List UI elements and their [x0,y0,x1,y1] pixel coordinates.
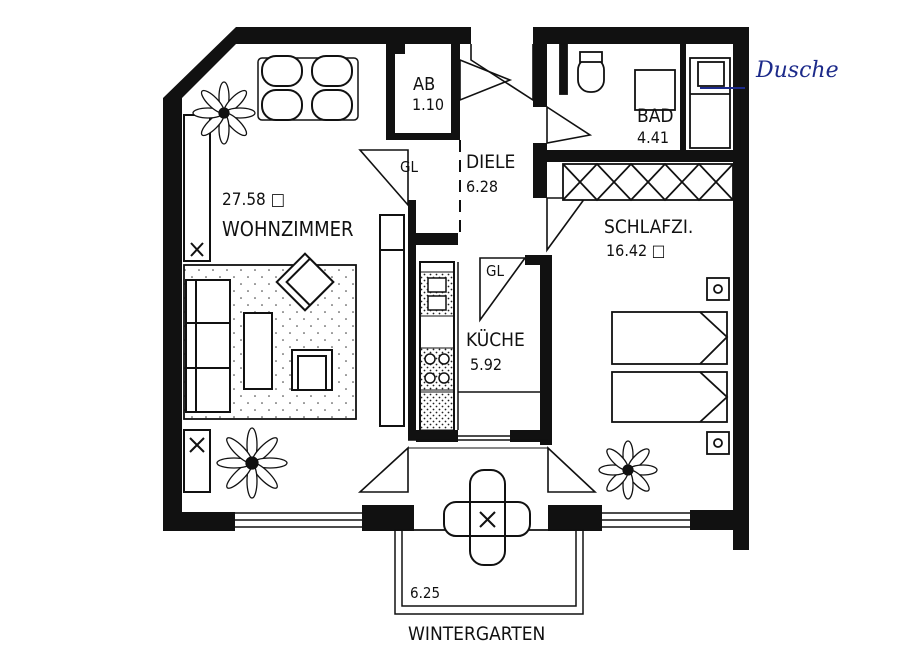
windows [235,60,741,528]
wohnzimmer-name: WOHNZIMMER [222,217,354,241]
ab-name: AB [413,74,435,95]
kueche-area: 5.92 [470,355,502,374]
diele-area: 6.28 [466,177,498,196]
kueche-name: KÜCHE [466,328,525,351]
plant-icon [192,81,658,500]
wintergarten-area: 6.25 [410,584,440,602]
gl-kueche: GL [486,262,504,280]
wintergarten [394,439,584,615]
wohnzimmer-area: 27.58 □ [222,190,285,210]
bathroom-fixtures [559,43,731,149]
bad-name: BAD [637,105,674,127]
interior-walls [386,27,733,445]
exterior-walls [163,27,749,550]
schlafzimmer-name: SCHLAFZI. [604,216,693,238]
bad-area: 4.41 [637,128,669,147]
bedroom-furniture [562,162,734,455]
schlafzimmer-area: 16.42 □ [606,241,665,260]
dusche-annotation: Dusche [755,58,839,83]
gl-diele: GL [400,158,418,176]
ab-area: 1.10 [412,95,444,114]
living-room-furniture [183,55,405,493]
room-labels: 27.58 □ WOHNZIMMER AB 1.10 GL DIELE 6.28… [222,58,839,645]
diele-name: DIELE [466,151,515,173]
wintergarten-name: WINTERGARTEN [408,623,545,645]
kitchen [419,261,540,437]
doors [357,44,598,493]
